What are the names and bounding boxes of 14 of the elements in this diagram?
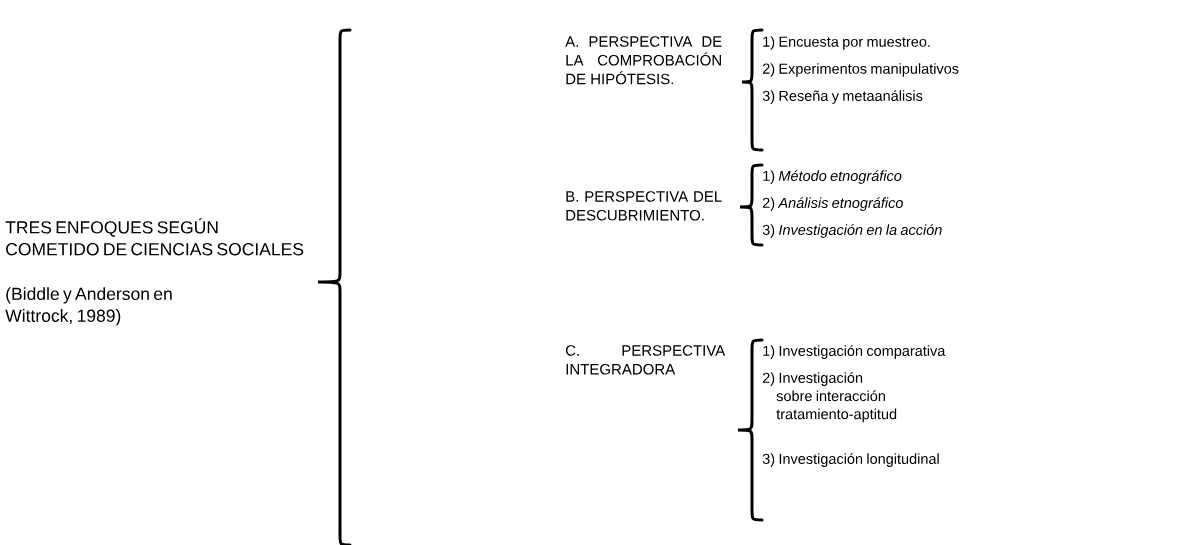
list-item: 2) Investigación sobre interacción tratamiento-aptitud <box>762 372 897 423</box>
list-item: 1) Encuesta por muestreo. <box>763 36 930 50</box>
list-item: 1) Investigación comparativa <box>763 345 946 359</box>
list-item: 2) Experimentos manipulativos <box>762 63 959 77</box>
topic-text: TRES ENFOQUES SEGÚN COMETIDO DE CIENCIAS SOCIALES <box>5 218 304 256</box>
heading-text: B. PERSPECTIVA DEL DESCUBRIMIENTO. <box>566 191 722 221</box>
list-item: 3) Reseña y metaanálisis <box>762 90 923 104</box>
heading-text: C. PERSPECTIVA INTEGRADORA <box>566 345 726 375</box>
list-item: 2) Análisis etnográfico <box>762 197 903 211</box>
list-item: 3) Investigación en la acción <box>762 224 942 238</box>
list-item: 1) Método etnográfico <box>763 170 902 184</box>
heading-text: A. PERSPECTIVA DE LA COMPROBACIÓN DE HIPÓTESIS. <box>565 36 722 85</box>
list-item: 3) Investigación longitudinal <box>762 453 939 467</box>
citation-text: (Biddle y Anderson en Wittrock, 1989) <box>5 287 172 326</box>
